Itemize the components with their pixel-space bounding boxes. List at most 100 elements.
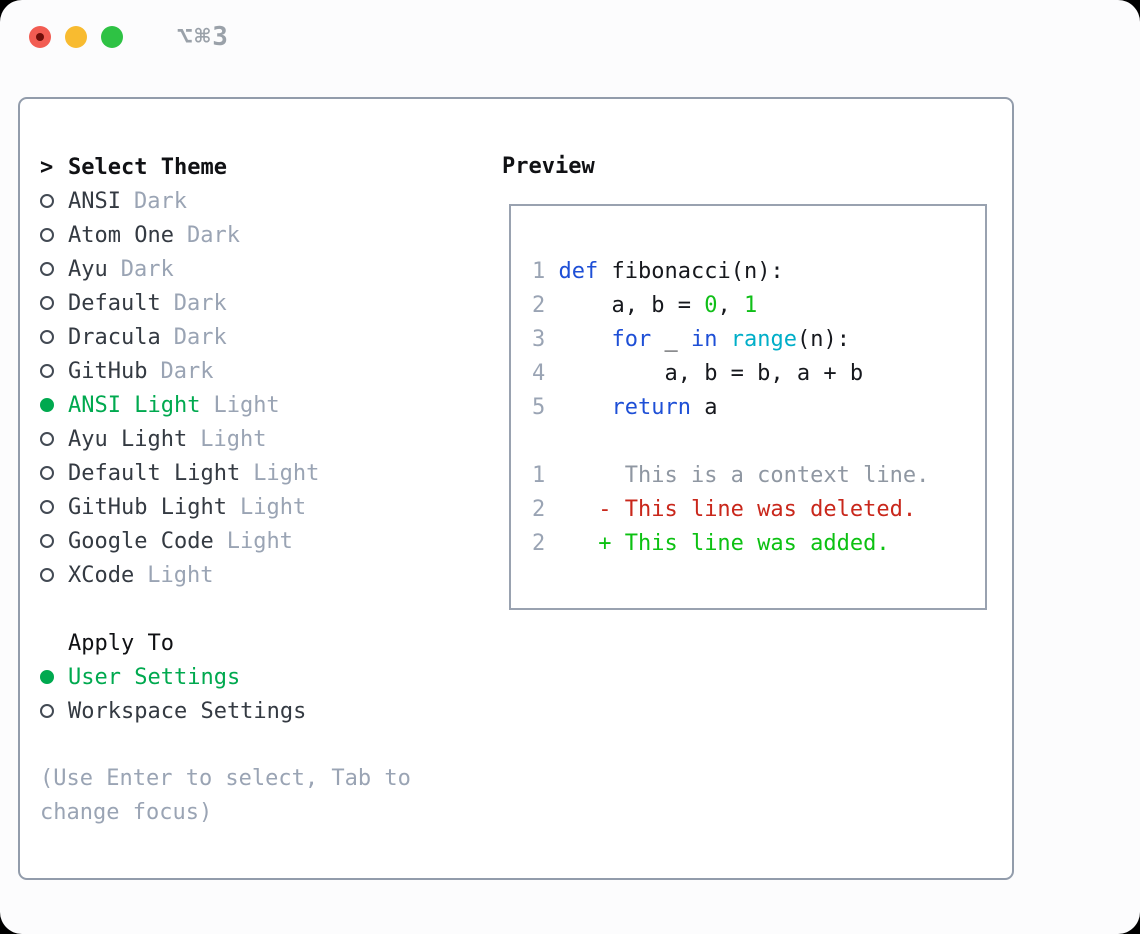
apply-option[interactable]: Workspace Settings [40, 694, 490, 728]
code-line: 3 for _ in range(n): [532, 323, 929, 357]
code-token-plain: a [690, 395, 718, 420]
theme-name: Atom One [68, 222, 174, 248]
apply-option-label: Workspace Settings [68, 698, 307, 724]
line-number: 2 [532, 497, 546, 522]
preview-title: Preview [502, 154, 595, 179]
apply-to-header: Apply To [40, 626, 490, 660]
theme-variant: Dark [173, 290, 227, 316]
theme-option[interactable]: Default Dark [40, 286, 490, 320]
theme-option[interactable]: GitHub Light Light [40, 490, 490, 524]
close-button[interactable] [29, 26, 51, 48]
diff-text: + This line was added. [545, 531, 890, 556]
radio-icon [40, 330, 54, 344]
theme-variant: Light [200, 426, 267, 452]
radio-icon [40, 466, 54, 480]
line-number: 1 [532, 259, 546, 284]
theme-name: Dracula [68, 324, 161, 350]
theme-variant: Dark [186, 222, 240, 248]
apply-to-title: Apply To [68, 630, 174, 656]
line-number: 4 [532, 361, 546, 386]
code-token-plain [559, 327, 612, 352]
theme-name: Ayu Light [68, 426, 188, 452]
diff-text: This is a context line. [545, 463, 930, 488]
code-token-plain: (n): [796, 327, 850, 352]
diff-text: - This line was deleted. [545, 497, 917, 522]
diff-line-deleted: 2 - This line was deleted. [532, 493, 929, 527]
theme-variant: Light [253, 460, 320, 486]
code-token-plain: a, b = [558, 293, 705, 318]
radio-icon [40, 228, 54, 242]
titlebar: ⌥⌘3 [29, 22, 230, 52]
line-number: 1 [532, 463, 546, 488]
theme-option[interactable]: ANSI Dark [40, 184, 490, 218]
theme-option[interactable]: Ayu Light Light [40, 422, 490, 456]
theme-option[interactable]: Atom One Dark [40, 218, 490, 252]
minimize-button[interactable] [65, 26, 87, 48]
selection-caret-icon: > [40, 154, 54, 180]
theme-variant: Light [147, 562, 214, 588]
code-token-keyword: return [611, 395, 691, 420]
theme-option[interactable]: ANSI Light Light [40, 388, 490, 422]
line-number: 2 [532, 531, 546, 556]
code-token-keyword: def [558, 259, 599, 284]
theme-variant: Light [239, 494, 307, 520]
code-token-number: 0 [704, 293, 718, 318]
theme-option[interactable]: XCode Light [40, 558, 490, 592]
theme-name: ANSI Light [68, 392, 201, 418]
theme-name: GitHub [68, 358, 148, 384]
code-token-plain [559, 395, 612, 420]
code-token-keyword: in [690, 327, 718, 352]
diff-line-added: 2 + This line was added. [532, 527, 929, 561]
theme-variant: Light [213, 392, 280, 418]
blank-line [532, 425, 929, 459]
theme-list-title: Select Theme [68, 154, 227, 180]
recording-dot-icon [36, 33, 44, 41]
theme-variant: Dark [133, 188, 187, 214]
theme-list-header: > Select Theme [40, 150, 490, 184]
code-token-builtin: range [730, 327, 797, 352]
radio-icon [40, 262, 54, 276]
theme-variant: Light [226, 528, 293, 554]
zoom-button[interactable] [101, 26, 123, 48]
keyboard-shortcut-label: ⌥⌘3 [177, 22, 230, 52]
code-line: 4 a, b = b, a + b [532, 357, 929, 391]
window-controls [29, 26, 137, 48]
theme-name: Default [68, 290, 161, 316]
radio-icon [40, 568, 54, 582]
code-token-plain: fibonacci(n): [598, 259, 784, 284]
selected-radio-icon [40, 398, 54, 412]
code-token-plain: , [717, 293, 744, 318]
code-line: 2 a, b = 0, 1 [532, 289, 929, 323]
line-number: 3 [532, 327, 546, 352]
code-token-keyword: for [611, 327, 652, 352]
code-token-plain [717, 327, 730, 352]
code-line: 1 def fibonacci(n): [532, 255, 929, 289]
diff-line-context: 1 This is a context line. [532, 459, 929, 493]
line-number: 2 [532, 293, 546, 318]
selected-radio-icon [40, 670, 54, 684]
apply-option[interactable]: User Settings [40, 660, 490, 694]
usage-hint: (Use Enter to select, Tab to change focu… [40, 766, 411, 825]
theme-name: XCode [68, 562, 135, 588]
radio-icon [40, 296, 54, 310]
radio-icon [40, 364, 54, 378]
theme-name: ANSI [68, 188, 121, 214]
radio-icon [40, 534, 54, 548]
code-token-plain: _ [651, 327, 691, 352]
code-token-plain: a, b = b, a + b [558, 361, 864, 386]
theme-name: Ayu [68, 256, 108, 282]
theme-name: GitHub Light [68, 494, 227, 520]
radio-icon [40, 500, 54, 514]
apply-option-label: User Settings [68, 664, 241, 690]
